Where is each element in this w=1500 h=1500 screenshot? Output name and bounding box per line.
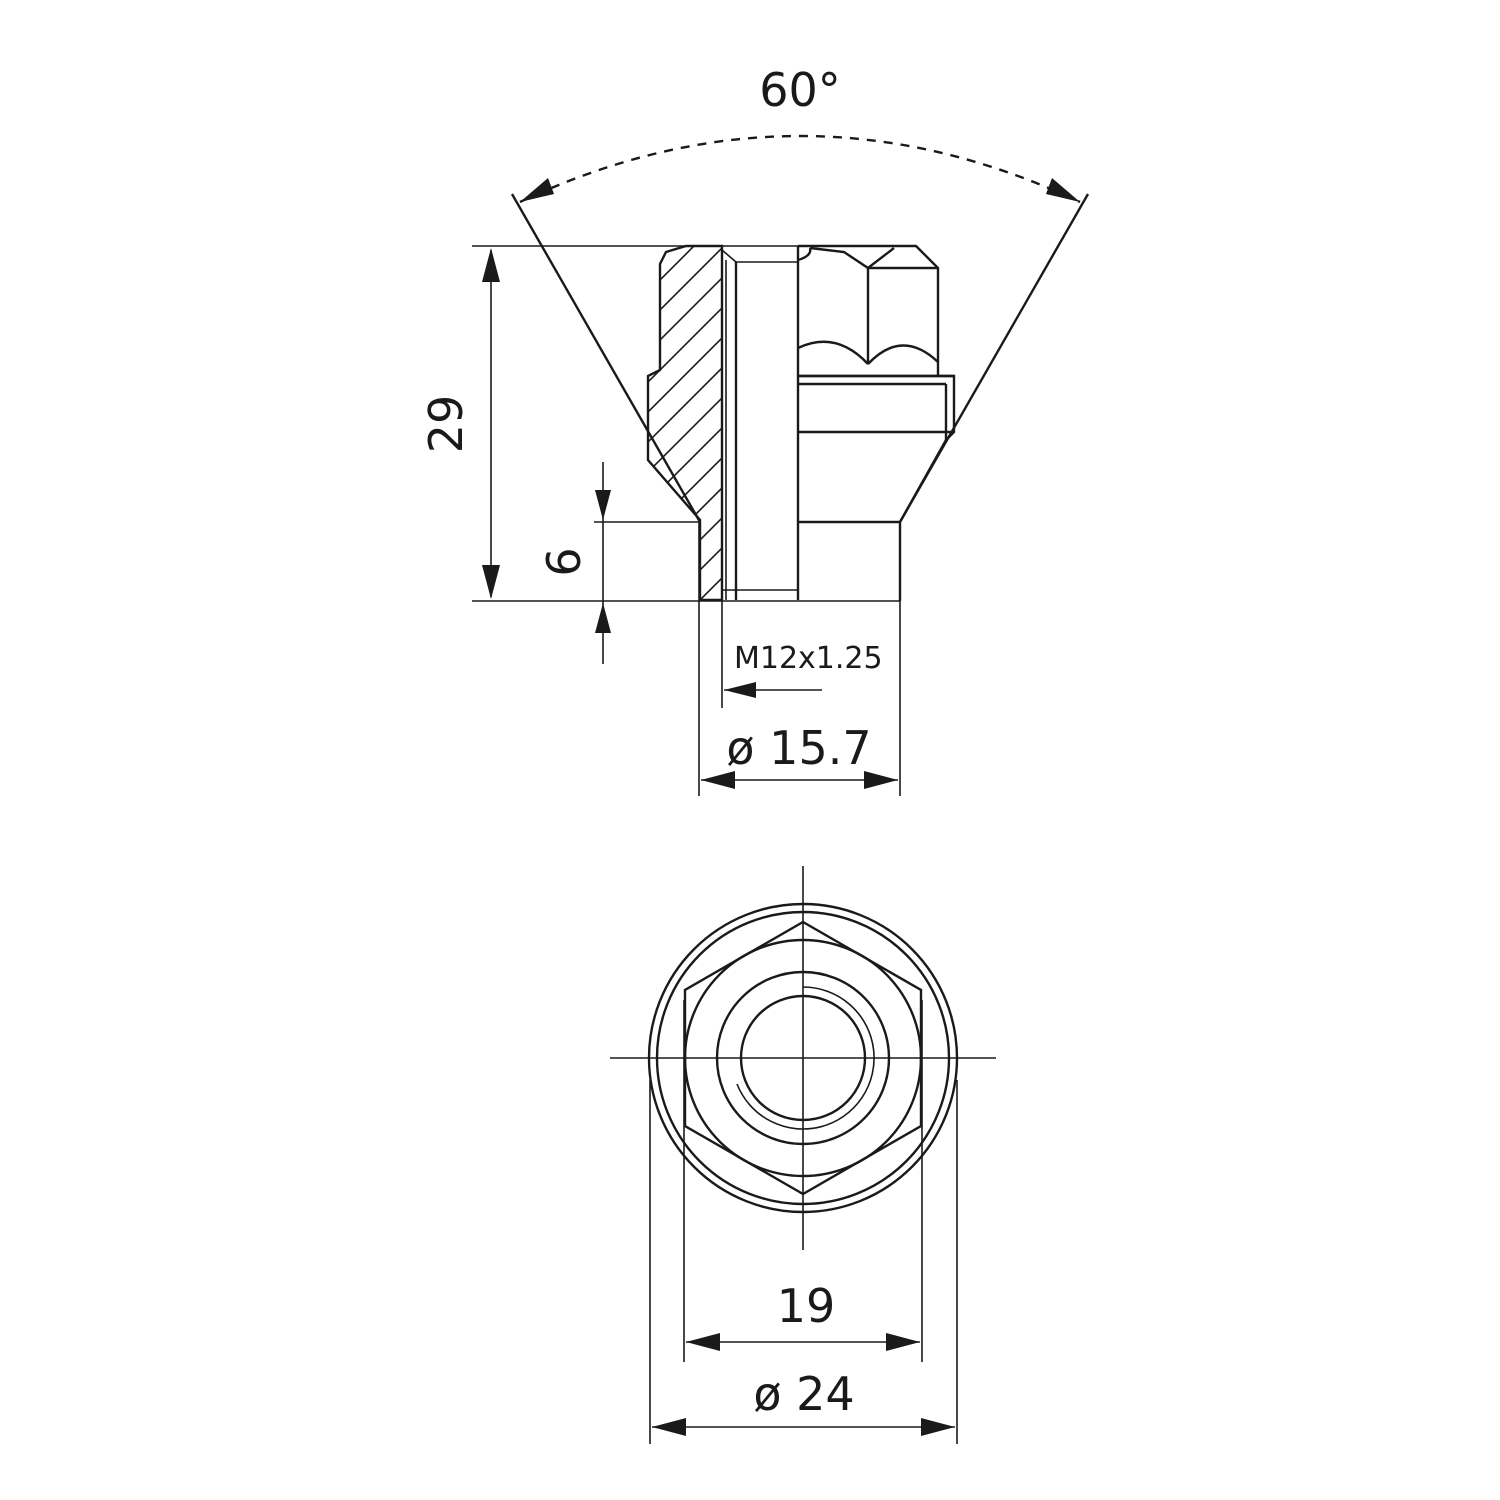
thread-leader-arrow bbox=[724, 682, 756, 698]
thread-major-arc bbox=[736, 986, 875, 1130]
flange-outer-circle bbox=[647, 902, 959, 1214]
dim-24-arrow-left bbox=[652, 1418, 686, 1436]
dim-24-arrow-right bbox=[921, 1418, 955, 1436]
flange-outline bbox=[798, 374, 956, 523]
thread-minor-circle bbox=[739, 994, 867, 1122]
angle-arrow-left bbox=[520, 178, 554, 202]
dim-6-arrow-bottom bbox=[595, 603, 611, 633]
dim-19-arrow-right bbox=[886, 1333, 920, 1351]
dim-15-7-arrow-right bbox=[864, 771, 898, 789]
dim-29-label: 29 bbox=[419, 395, 473, 454]
dim-19-label: 19 bbox=[777, 1279, 836, 1333]
dim-6-label: 6 bbox=[537, 547, 591, 576]
hexagon-outline bbox=[683, 920, 923, 1196]
dim-19-arrow-left bbox=[686, 1333, 720, 1351]
hex-bottom-arc-right bbox=[867, 344, 939, 365]
side-section-view: 60° bbox=[419, 63, 1090, 796]
section-body-outline bbox=[646, 244, 724, 602]
dim-24-label: ø 24 bbox=[753, 1367, 854, 1421]
bore-chamfer bbox=[721, 249, 737, 263]
hex-head-outline bbox=[798, 244, 940, 376]
dim-15-7-arrow-left bbox=[701, 771, 735, 789]
dim-6-arrow-top bbox=[595, 490, 611, 520]
hex-bottom-arc-left bbox=[797, 340, 869, 365]
thread-label: M12x1.25 bbox=[734, 641, 883, 676]
hex-edge-curve-left bbox=[797, 247, 812, 262]
top-view: 19 ø 24 bbox=[610, 866, 996, 1444]
cone-line-left bbox=[510, 193, 702, 523]
dim-15-7-label: ø 15.7 bbox=[726, 721, 871, 775]
dim-29-arrow-bottom bbox=[482, 565, 500, 599]
flange-inner-circle bbox=[655, 910, 951, 1206]
seat-circle bbox=[715, 970, 891, 1146]
dim-29-arrow-top bbox=[482, 248, 500, 282]
hex-top-curve bbox=[809, 246, 895, 270]
hex-chamfer-circle bbox=[683, 938, 923, 1178]
angle-arrow-right bbox=[1046, 178, 1080, 202]
angle-label: 60° bbox=[759, 63, 841, 117]
angle-arc bbox=[519, 134, 1081, 204]
